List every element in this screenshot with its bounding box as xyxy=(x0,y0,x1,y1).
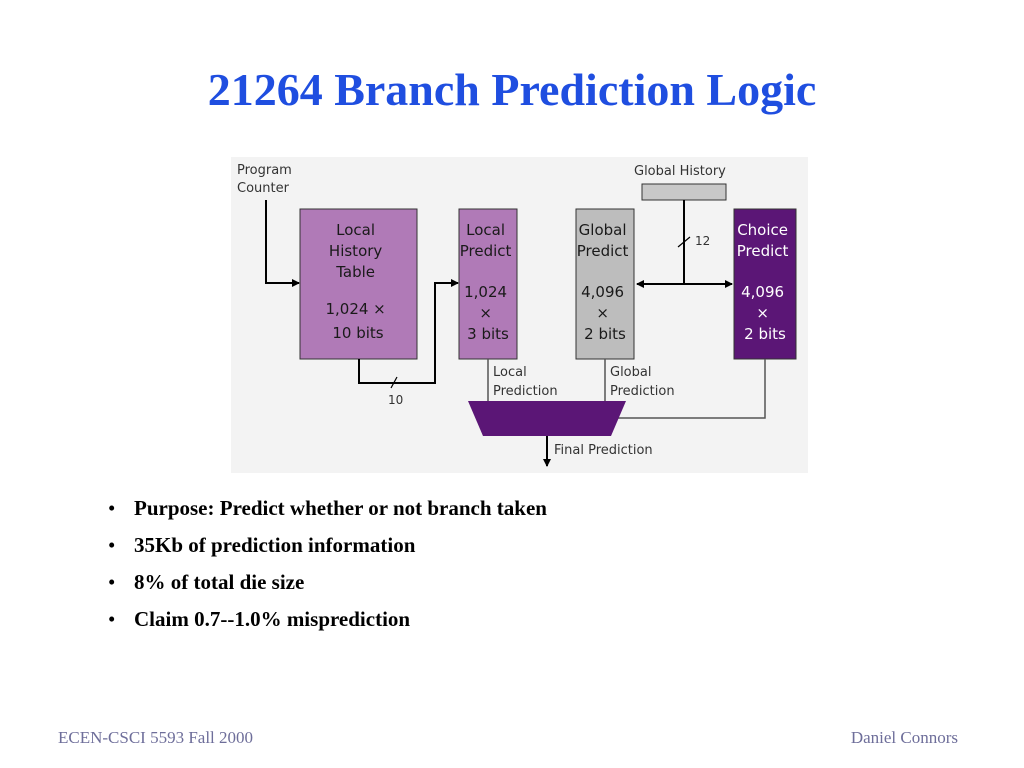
choice-predict-table xyxy=(733,208,797,360)
slide-title: 21264 Branch Prediction Logic xyxy=(207,64,817,115)
footer-course: ECEN-CSCI 5593 Fall 2000 xyxy=(58,728,254,747)
bullet-item: •Purpose: Predict whether or not branch … xyxy=(108,496,547,520)
local-history-table-label: Local History Table 1,024 × 10 bits xyxy=(325,221,390,342)
bus-tick-10 xyxy=(390,376,398,389)
bullet-list: •Purpose: Predict whether or not branch … xyxy=(108,490,547,638)
choice-select-wire xyxy=(611,359,766,419)
prediction-mux xyxy=(468,401,626,436)
global-predict-table xyxy=(575,208,635,360)
footer-author: Daniel Connors xyxy=(850,728,958,747)
global-prediction-label: Global Prediction xyxy=(610,365,675,399)
global-predict-label: Global Predict 4,096 × 2 bits xyxy=(577,221,633,343)
bus-width-12: 12 xyxy=(695,234,710,248)
global-history-label: Global History xyxy=(634,164,726,179)
pc-wire xyxy=(265,200,300,287)
bullet-item: •Claim 0.7--1.0% misprediction xyxy=(108,607,411,631)
local-predict-table xyxy=(458,208,518,360)
bus-tick-12 xyxy=(677,236,691,248)
branch-predictor-diagram: Program Counter Global History 12 Local … xyxy=(231,157,808,473)
local-history-table xyxy=(299,208,418,360)
bus-width-10: 10 xyxy=(388,393,403,407)
final-prediction-label: Final Prediction xyxy=(554,443,653,458)
lht-to-local-predict-wire xyxy=(358,279,459,384)
local-prediction-label: Local Prediction xyxy=(493,365,558,399)
local-predict-label: Local Predict 1,024 × 3 bits xyxy=(460,221,516,343)
global-history-register xyxy=(641,183,727,201)
bullet-item: •8% of total die size xyxy=(108,570,305,594)
bullet-item: •35Kb of prediction information xyxy=(108,533,416,557)
choice-predict-label: Choice Predict 4,096 × 2 bits xyxy=(737,221,793,343)
program-counter-label: Program Counter xyxy=(237,163,296,196)
